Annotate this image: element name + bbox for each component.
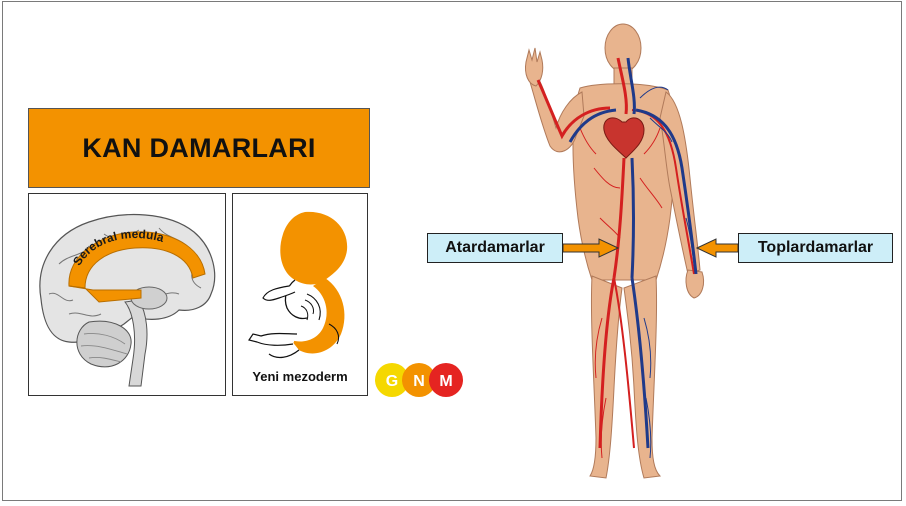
title-box: KAN DAMARLARI	[28, 108, 370, 188]
veins-arrow	[696, 238, 738, 258]
arteries-arrow	[563, 238, 619, 258]
gnm-logo: G N M	[374, 362, 470, 398]
embryo-panel: Yeni mezoderm	[232, 193, 368, 396]
embryo-illustration	[233, 194, 367, 366]
arteries-callout: Atardamarlar	[427, 233, 563, 263]
logo-letter-g: G	[386, 373, 398, 390]
veins-callout: Toplardamarlar	[738, 233, 893, 263]
brain-illustration: Serebral medula	[29, 194, 225, 395]
page-title: KAN DAMARLARI	[82, 133, 315, 164]
brain-panel: Serebral medula	[28, 193, 226, 396]
logo-letter-n: N	[413, 373, 425, 390]
embryo-caption: Yeni mezoderm	[233, 369, 367, 384]
logo-letter-m: M	[439, 373, 452, 390]
